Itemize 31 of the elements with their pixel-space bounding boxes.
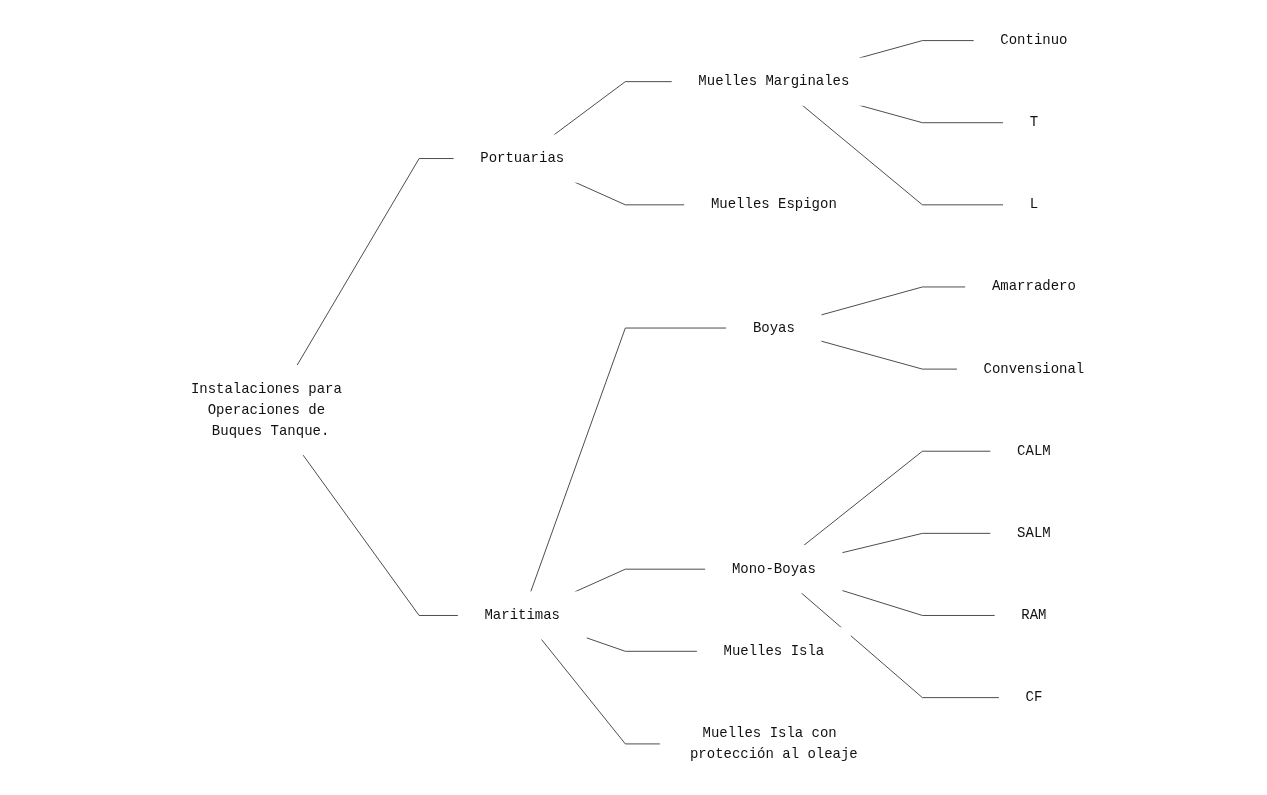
connector [530,327,727,593]
node-text: T [1029,114,1038,131]
node-text: Mono-Boyas [731,561,816,578]
node-text: Maritimas [484,607,560,624]
connector [553,81,673,136]
node-text: CF [1025,689,1043,706]
connector [820,340,958,370]
node-text: SALM [1016,525,1051,542]
connector [801,104,1004,206]
connector [841,532,992,554]
node-text: Amarradero [991,279,1076,295]
connector [802,450,992,547]
node-text: Muelles Isla [723,643,824,660]
connector [296,158,455,367]
node-text: Boyas [752,320,795,336]
node-text: RAM [1021,607,1047,624]
node-text: L [1029,196,1038,213]
connector [585,637,698,652]
node-text: Muelles Espigon [710,196,837,213]
node-text: Convensional [983,361,1084,377]
connector [841,590,996,616]
connector [800,592,1000,699]
node-text: Portuarias [480,150,564,167]
connector [820,286,966,316]
node-text: Muelles Marginales [698,73,850,90]
node-text: Continuo [1000,32,1068,49]
node-text: Instalaciones para Operaciones de Buques Tanque. [190,381,342,439]
connector [302,454,459,616]
node-text: CALM [1016,443,1051,460]
node-text: Muelles Isla con protección al oleaje [689,725,858,763]
connector [540,638,661,745]
